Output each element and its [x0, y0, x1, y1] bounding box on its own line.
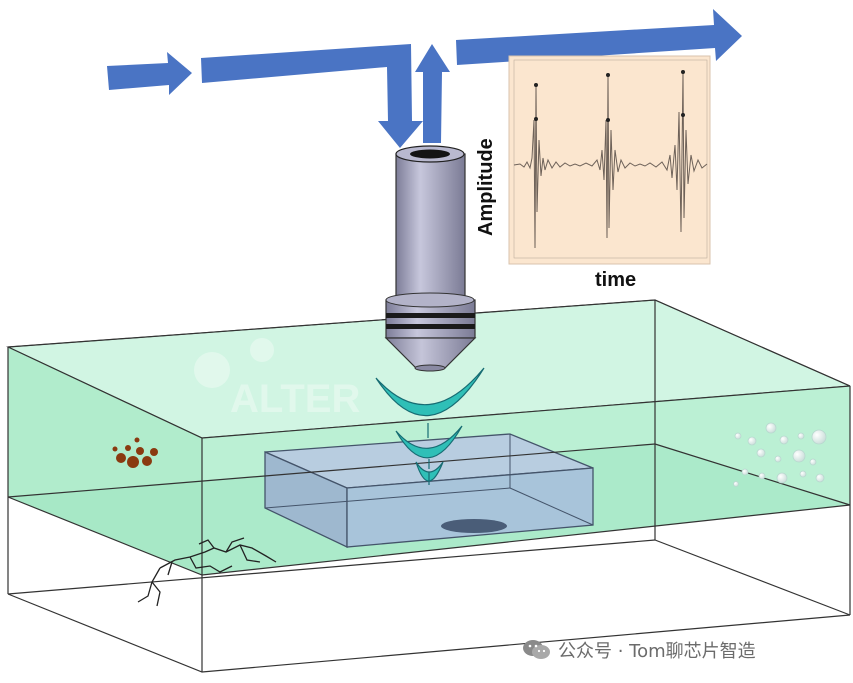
wave-front-1 — [375, 367, 485, 417]
watermark-text: 公众号 · Tom聊芯片智造 — [558, 641, 756, 662]
ultrasonic-transducer — [384, 145, 477, 372]
return-arrow-up — [415, 44, 450, 143]
input-arrow-1 — [107, 52, 192, 95]
tank-edges — [7, 299, 851, 673]
crack-defects — [137, 537, 277, 607]
graph-x-label: time — [595, 269, 636, 291]
internal-defect-void — [441, 519, 507, 533]
input-arrow-2-bend — [201, 44, 423, 148]
watermark: 公众号 · Tom聊芯片智造 — [522, 636, 756, 664]
brown-particles — [112, 437, 158, 468]
air-bubbles — [733, 422, 827, 487]
wave-front-2 — [395, 425, 463, 459]
signal-path-arrows — [107, 9, 742, 148]
output-arrow — [456, 9, 742, 65]
wave-front-3 — [415, 461, 444, 482]
graph-y-label: Amplitude — [475, 138, 497, 236]
sample-block — [264, 433, 594, 549]
sample-hidden-edge-2 — [264, 487, 511, 509]
ultrasonic-waves — [375, 367, 485, 485]
ghost-logo: ALTER — [194, 338, 360, 421]
amplitude-time-graph: Amplitude time — [475, 55, 711, 291]
wechat-icon — [523, 640, 550, 659]
svg-text:ALTER: ALTER — [230, 377, 360, 421]
sample-hidden-edge-3 — [509, 487, 594, 526]
